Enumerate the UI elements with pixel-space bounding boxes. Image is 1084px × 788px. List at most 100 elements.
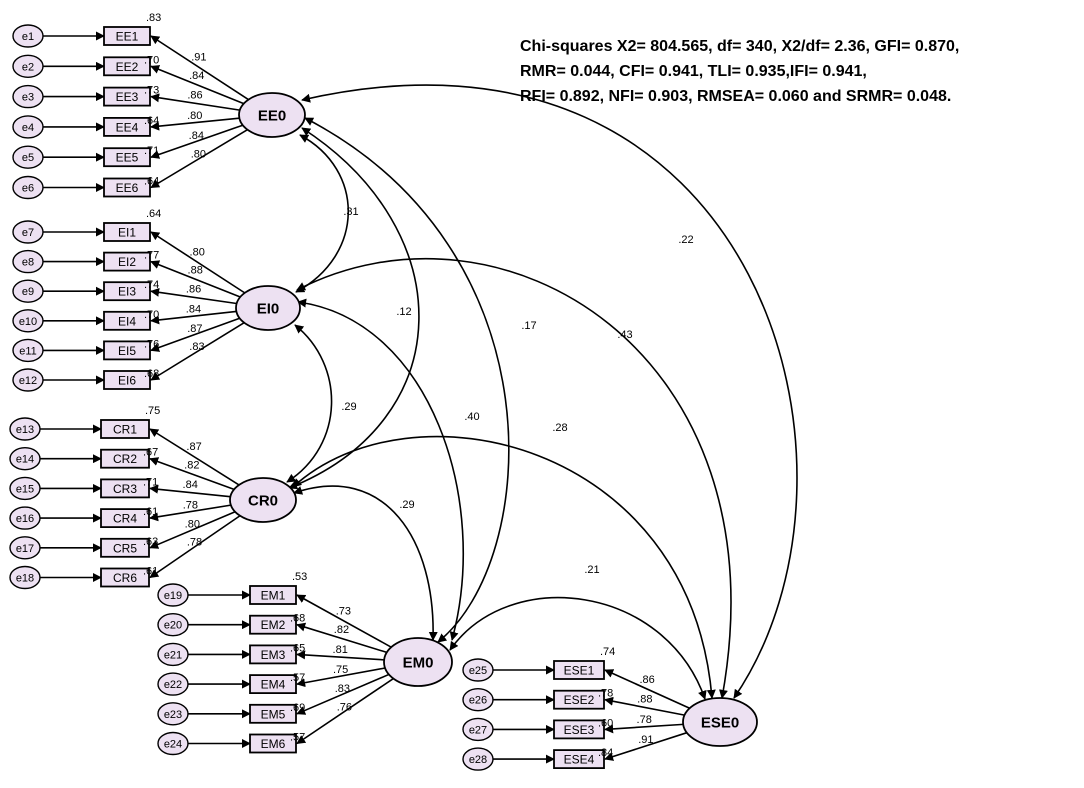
- indicator-label: EM4: [261, 678, 286, 692]
- indicator-label: ESE1: [564, 664, 595, 678]
- error-term: [12, 279, 44, 303]
- error-label: e17: [16, 543, 34, 555]
- r-squared-label: .68: [290, 613, 305, 625]
- latent-label: ESE0: [701, 715, 739, 732]
- r-squared-label: .61: [143, 566, 158, 578]
- indicator-label: EE5: [116, 151, 139, 165]
- error-term: [157, 672, 189, 696]
- error-label: e10: [19, 316, 37, 328]
- r-squared-label: .64: [146, 208, 161, 220]
- error-term: [9, 536, 41, 560]
- indicator-box: [249, 644, 297, 665]
- error-term: [12, 145, 44, 169]
- indicator-label: EI2: [118, 255, 136, 269]
- error-label: e7: [22, 227, 34, 239]
- error-label: e8: [22, 257, 34, 269]
- covariance-label: .21: [584, 564, 599, 576]
- error-term: [462, 688, 494, 712]
- error-term: [157, 583, 189, 607]
- indicator-label: CR1: [113, 423, 137, 437]
- indicator-label: EM6: [261, 737, 286, 751]
- error-term: [12, 309, 44, 333]
- indicator-box: [103, 310, 151, 331]
- indicator-label: EE6: [116, 181, 139, 195]
- indicator-box: [249, 703, 297, 724]
- fit-line-2: RMR= 0.044, CFI= 0.941, TLI= 0.935,IFI= …: [520, 63, 867, 80]
- loading-label: .91: [191, 52, 206, 64]
- indicator-box: [249, 614, 297, 635]
- loading-label: .86: [187, 90, 202, 102]
- error-label: e16: [16, 513, 34, 525]
- indicator-label: CR3: [113, 482, 137, 496]
- loading-path: [149, 457, 235, 491]
- covariance-ee0-em0: .17: [304, 117, 537, 643]
- r-squared-label: .74: [600, 646, 615, 658]
- latent-ee0: [238, 92, 306, 138]
- indicator-box: [553, 749, 605, 769]
- indicator-label: EE2: [116, 60, 139, 74]
- loading-label: .78: [637, 714, 652, 726]
- latent-cr0: [229, 477, 297, 523]
- indicator-box: [553, 719, 605, 740]
- error-label: e13: [16, 424, 34, 436]
- loading-label: .80: [187, 110, 202, 122]
- loading-path: [150, 231, 246, 294]
- latent-label: EI0: [257, 301, 280, 318]
- fit-line-3: RFI= 0.892, NFI= 0.903, RMSEA= 0.060 and…: [520, 88, 952, 105]
- covariance-label: .28: [552, 422, 567, 434]
- error-label: e25: [469, 665, 487, 677]
- covariance-layer: .31.12.17.22.29.40.43.29.28.21: [286, 84, 798, 700]
- covariance-ee0-cr0: .12: [288, 127, 420, 490]
- loading-label: .84: [189, 70, 204, 82]
- error-term: [9, 506, 41, 530]
- r-squared-label: .73: [144, 85, 159, 97]
- latent-label: EE0: [258, 108, 286, 125]
- error-term: [12, 115, 44, 139]
- indicator-label: EI4: [118, 314, 136, 328]
- error-term: [12, 24, 44, 48]
- covariance-ei0-cr0: .29: [286, 324, 357, 483]
- loading-label: .86: [186, 284, 201, 296]
- loading-path: [150, 287, 237, 305]
- error-term: [12, 368, 44, 392]
- error-term: [12, 220, 44, 244]
- indicator-box: [249, 674, 297, 694]
- covariance-label: .29: [341, 401, 356, 413]
- loading-label: .80: [190, 246, 205, 258]
- error-label: e2: [22, 61, 34, 73]
- covariance-ei0-ese0: .43: [296, 257, 732, 699]
- indicator-label: EE1: [116, 30, 139, 44]
- error-term: [9, 476, 41, 501]
- covariance-label: .17: [521, 320, 536, 332]
- loading-path: [604, 669, 690, 710]
- covariance-label: .22: [678, 234, 693, 246]
- error-term: [462, 717, 494, 742]
- error-term: [9, 447, 41, 471]
- covariance-cr0-ese0: .28: [292, 422, 716, 699]
- error-label: e28: [469, 754, 487, 766]
- loading-label: .76: [337, 701, 352, 713]
- indicator-box: [249, 585, 297, 605]
- indicator-box: [103, 26, 151, 46]
- indicator-box: [100, 419, 150, 439]
- error-label: e26: [469, 695, 487, 707]
- loading-label: .87: [186, 441, 201, 453]
- error-label: e24: [164, 739, 182, 751]
- loading-path: [150, 35, 249, 101]
- error-label: e1: [22, 31, 34, 43]
- indicator-box: [100, 478, 150, 499]
- indicator-box: [553, 660, 605, 680]
- latent-ei0: [235, 285, 301, 331]
- loading-path: [296, 667, 386, 688]
- error-label: e6: [22, 183, 34, 195]
- indicator-label: CR4: [113, 512, 137, 526]
- loading-label: .86: [639, 674, 654, 686]
- indicator-box: [103, 117, 151, 137]
- indicator-label: ESE4: [564, 753, 595, 767]
- covariance-cr0-em0: .29: [293, 485, 438, 641]
- error-term: [12, 54, 44, 79]
- loading-path: [150, 124, 244, 159]
